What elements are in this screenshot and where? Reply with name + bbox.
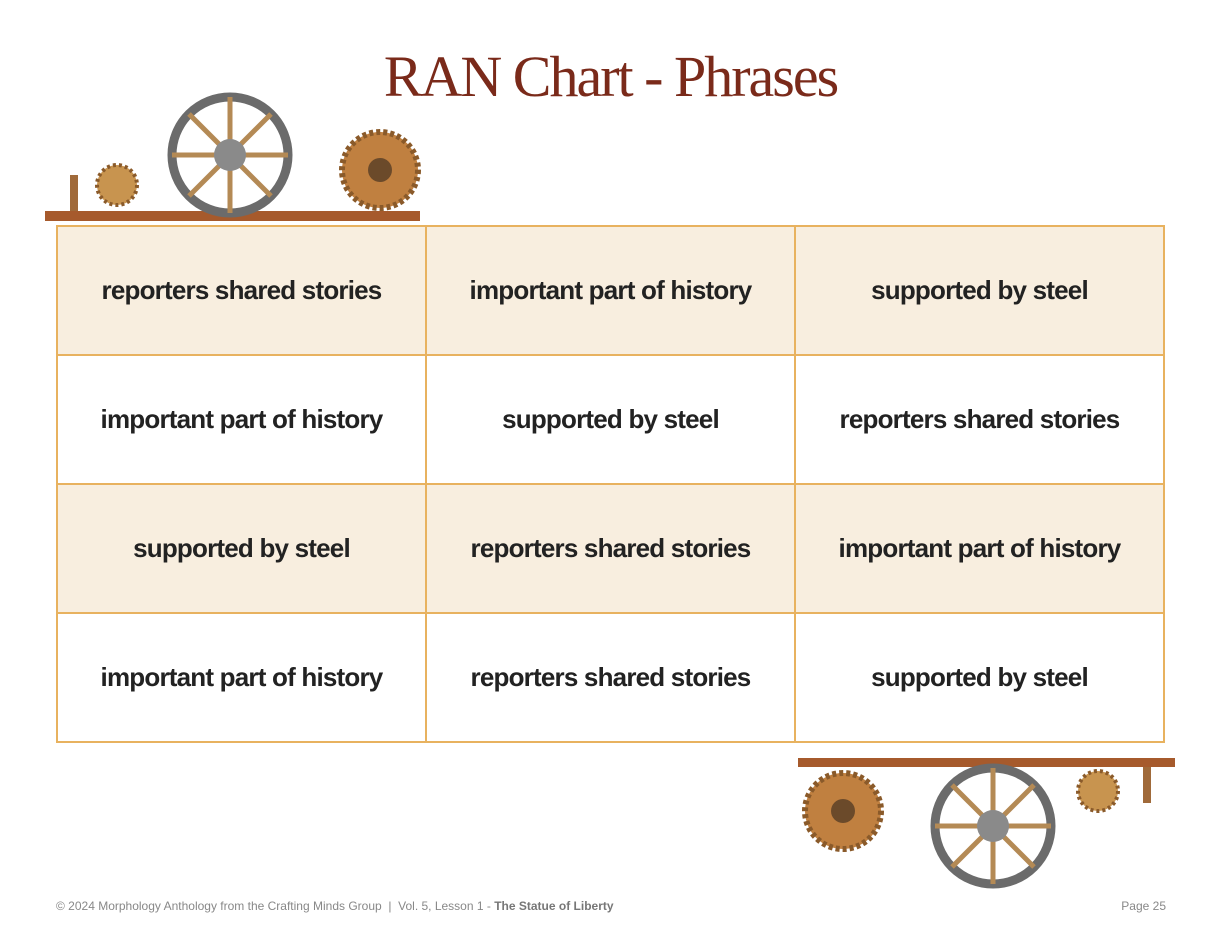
footer-credits: © 2024 Morphology Anthology from the Cra… <box>56 899 614 913</box>
gear-machine-illustration-bottom <box>798 758 1175 889</box>
page-number: Page 25 <box>1121 899 1166 913</box>
phrase: reporters shared stories <box>101 275 383 305</box>
grid-cell: reporters shared stories <box>56 225 427 356</box>
phrase: important part of history <box>469 275 753 305</box>
grid-cell: reporters shared stories <box>425 483 796 614</box>
footer-copyright: © 2024 Morphology Anthology from the Cra… <box>56 899 495 913</box>
phrase: supported by steel <box>871 275 1089 305</box>
phrase: reporters shared stories <box>470 662 752 692</box>
phrase: reporters shared stories <box>470 533 752 563</box>
grid-cell: supported by steel <box>794 612 1165 743</box>
grid-cell: important part of history <box>794 483 1165 614</box>
grid-cell: important part of history <box>425 225 796 356</box>
grid-row: supported by steel reporters shared stor… <box>56 483 1165 614</box>
grid-cell: reporters shared stories <box>794 354 1165 485</box>
grid-row: reporters shared stories important part … <box>56 225 1165 356</box>
grid-cell: supported by steel <box>794 225 1165 356</box>
phrase: supported by steel <box>871 662 1089 692</box>
grid-row: important part of history supported by s… <box>56 354 1165 485</box>
phrase: important part of history <box>100 404 384 434</box>
ran-chart-grid: reporters shared stories important part … <box>56 225 1165 743</box>
grid-cell: important part of history <box>56 354 427 485</box>
gear-machine-illustration-top <box>45 92 421 221</box>
footer-lesson-title: The Statue of Liberty <box>494 899 614 913</box>
phrase: supported by steel <box>133 533 351 563</box>
grid-cell: reporters shared stories <box>425 612 796 743</box>
phrase: important part of history <box>838 533 1122 563</box>
phrase: reporters shared stories <box>839 404 1121 434</box>
grid-cell: supported by steel <box>56 483 427 614</box>
page-title: RAN Chart - Phrases <box>0 42 1221 112</box>
grid-cell: supported by steel <box>425 354 796 485</box>
grid-cell: important part of history <box>56 612 427 743</box>
page-title-text: RAN Chart - Phrases <box>383 44 839 109</box>
phrase: important part of history <box>100 662 384 692</box>
grid-row: important part of history reporters shar… <box>56 612 1165 743</box>
phrase: supported by steel <box>502 404 720 434</box>
